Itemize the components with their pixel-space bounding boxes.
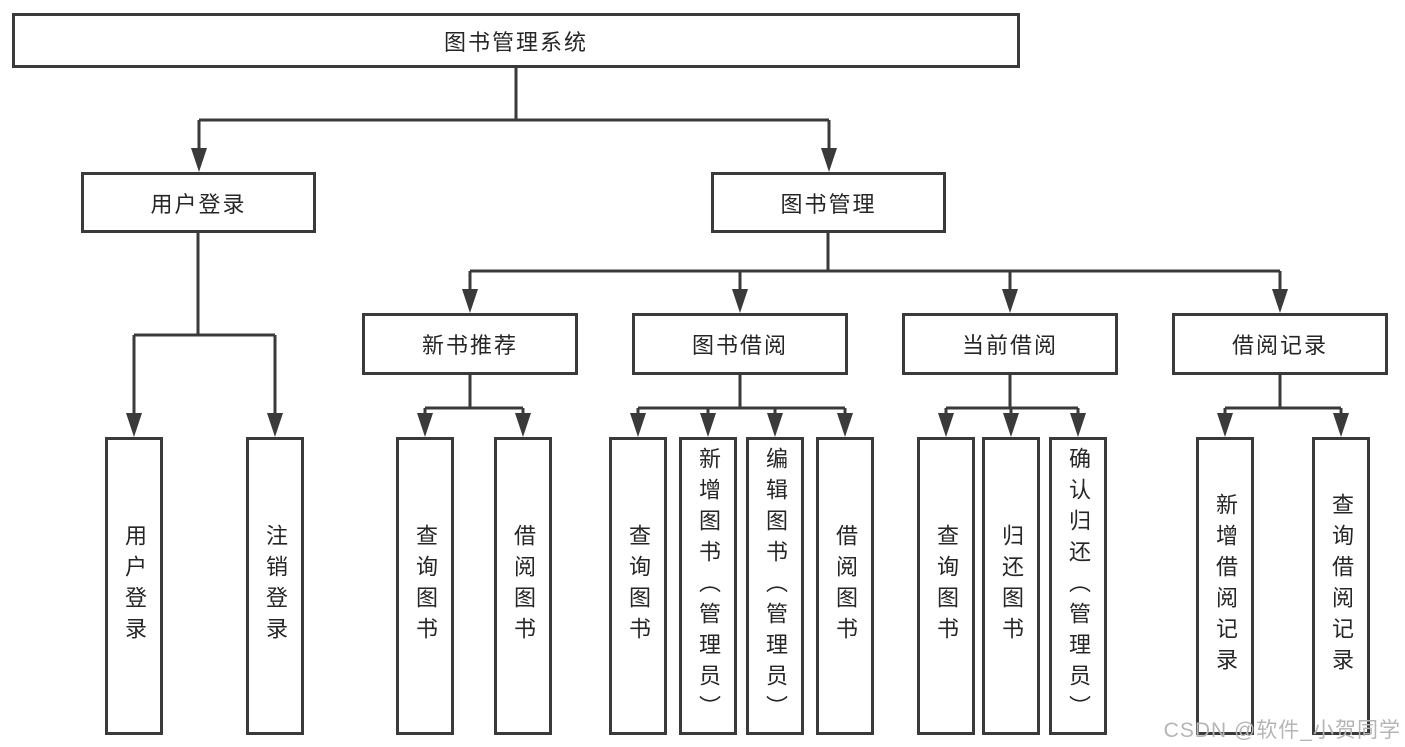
leaf-borrow-book-borrow: 借阅图书 <box>816 437 874 735</box>
arrowhead-icon <box>462 289 478 313</box>
connector-bookmgmt-to-level3 <box>468 233 1282 293</box>
leaf-return-book-label: 归还图书 <box>999 524 1024 648</box>
arrowhead-icon <box>417 413 433 437</box>
node-book-borrow-label: 图书借阅 <box>691 333 788 358</box>
arrowhead-icon <box>515 413 531 437</box>
arrowhead-icon <box>767 413 783 437</box>
arrowhead-icon <box>837 413 853 437</box>
leaf-query-book-current-label: 查询图书 <box>934 524 959 648</box>
node-current-borrow-label: 当前借阅 <box>961 333 1058 358</box>
node-borrow-record-label: 借阅记录 <box>1231 333 1328 358</box>
arrowheads <box>126 148 1349 437</box>
leaf-query-book-borrow: 查询图书 <box>609 437 667 735</box>
leaf-add-borrow-record-label: 新增借阅记录 <box>1213 493 1238 679</box>
arrowhead-icon <box>1333 413 1349 437</box>
leaf-add-book-admin: 新增图书（管理员） <box>679 437 737 735</box>
leaf-query-borrow-record: 查询借阅记录 <box>1312 437 1370 735</box>
arrowhead-icon <box>1002 289 1018 313</box>
leaf-confirm-return-admin: 确认归还（管理员） <box>1049 437 1107 735</box>
arrowhead-icon <box>191 148 207 172</box>
node-book-management: 图书管理 <box>711 172 946 233</box>
csdn-watermark: CSDN @软件_小贺同学 <box>1163 719 1401 742</box>
arrowhead-icon <box>1003 413 1019 437</box>
connector-borrowrec-to-leaves <box>1223 375 1343 419</box>
node-user-login: 用户登录 <box>81 172 316 233</box>
leaf-logout: 注销登录 <box>246 437 304 735</box>
leaf-borrow-book-recommend: 借阅图书 <box>494 437 552 735</box>
node-new-book-recommend: 新书推荐 <box>362 313 578 375</box>
connector-curborrow-to-leaves <box>944 375 1080 419</box>
arrowhead-icon <box>938 413 954 437</box>
arrowhead-icon <box>732 289 748 313</box>
leaf-borrow-book-borrow-label: 借阅图书 <box>833 524 858 648</box>
leaf-query-borrow-record-label: 查询借阅记录 <box>1329 493 1354 679</box>
leaf-add-borrow-record: 新增借阅记录 <box>1196 437 1254 735</box>
leaf-edit-book-admin: 编辑图书（管理员） <box>746 437 804 735</box>
leaf-query-book-borrow-label: 查询图书 <box>626 524 651 648</box>
node-root-system-label: 图书管理系统 <box>443 29 588 55</box>
connector-bookborrow-to-leaves <box>636 375 847 419</box>
leaf-query-book-recommend-label: 查询图书 <box>413 524 438 648</box>
leaf-user-login: 用户登录 <box>105 437 163 735</box>
node-user-login-label: 用户登录 <box>150 191 247 217</box>
connector-userlogin-to-leaves <box>132 233 277 417</box>
leaf-user-login-label: 用户登录 <box>122 524 147 648</box>
leaf-add-book-admin-label: 新增图书（管理员） <box>696 446 721 726</box>
leaf-borrow-book-recommend-label: 借阅图书 <box>511 524 536 648</box>
node-borrow-record: 借阅记录 <box>1172 313 1388 375</box>
leaf-return-book: 归还图书 <box>982 437 1040 735</box>
arrowhead-icon <box>126 413 142 437</box>
arrowhead-icon <box>1070 413 1086 437</box>
leaf-confirm-return-admin-label: 确认归还（管理员） <box>1066 446 1091 726</box>
leaf-query-book-current: 查询图书 <box>917 437 975 735</box>
arrowhead-icon <box>267 413 283 437</box>
arrowhead-icon <box>1272 289 1288 313</box>
node-current-borrow: 当前借阅 <box>902 313 1118 375</box>
node-book-borrow: 图书借阅 <box>632 313 848 375</box>
leaf-logout-label: 注销登录 <box>263 524 288 648</box>
node-book-management-label: 图书管理 <box>780 191 877 217</box>
arrowhead-icon <box>1217 413 1233 437</box>
node-new-book-recommend-label: 新书推荐 <box>421 333 518 358</box>
leaf-edit-book-admin-label: 编辑图书（管理员） <box>763 446 788 726</box>
arrowhead-icon <box>821 148 837 172</box>
leaf-query-book-recommend: 查询图书 <box>396 437 454 735</box>
node-root-system: 图书管理系统 <box>12 13 1020 68</box>
arrowhead-icon <box>630 413 646 437</box>
connector-newbook-to-leaves <box>423 375 525 419</box>
connector-root-to-level2 <box>197 68 831 152</box>
arrowhead-icon <box>700 413 716 437</box>
